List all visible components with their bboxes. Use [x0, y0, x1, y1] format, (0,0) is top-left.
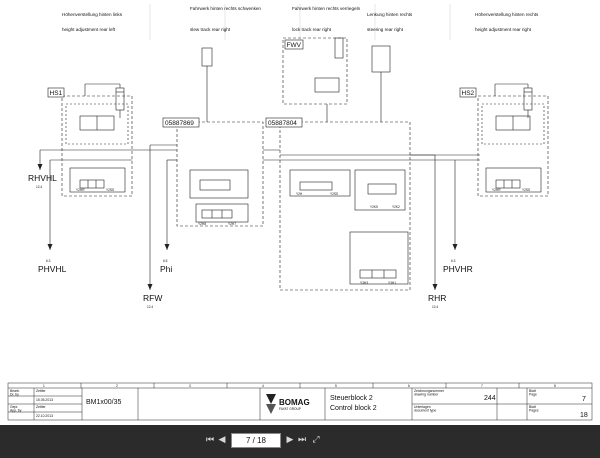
port-labels: RHVHL 12.4 6.3 PHVHL 6.5 Phi RFW 12.4 RH…	[28, 173, 473, 309]
valve-tag: Y2SS	[522, 188, 530, 192]
port-rfw-ref: 12.4	[147, 305, 153, 309]
svg-text:Pages: Pages	[529, 409, 539, 413]
valve-tag: Y2HR	[76, 188, 85, 192]
svg-text:5: 5	[335, 384, 337, 388]
prev-page-icon[interactable]: ◀	[218, 435, 226, 445]
header-1-en: height adjustment rear left	[62, 27, 116, 32]
svg-text:Dr. by: Dr. by	[10, 393, 19, 397]
valve-tag: Y2HR	[492, 188, 501, 192]
svg-text:Zettler: Zettler	[36, 405, 46, 409]
block-fwv-label: FWV	[287, 42, 302, 49]
valve-tag: Y2K2	[392, 205, 400, 209]
header-2-de: Fahrwerk hinten rechts schwenken	[190, 6, 261, 11]
svg-text:1: 1	[43, 384, 45, 388]
valve-tag: Y2H8	[198, 222, 206, 226]
port-phi-ref: 6.5	[163, 259, 168, 263]
svg-text:6: 6	[408, 384, 410, 388]
drawing-frame	[7, 382, 593, 421]
header-2-en: slew track rear right	[190, 27, 231, 32]
header-3-de: Fahrwerk hinten rechts verriegeln	[292, 6, 361, 11]
port-rfw: RFW	[143, 293, 162, 303]
valve-tag: Y3H1	[388, 281, 396, 285]
model-name: BM1x00/35	[86, 399, 122, 406]
valve-tag: Y2H	[296, 192, 303, 196]
svg-text:Bearb.: Bearb.	[10, 389, 20, 393]
schematic-sheet: Höhenverstellung hinten links height adj…	[0, 0, 600, 425]
hydraulic-diagram: Höhenverstellung hinten links height adj…	[7, 4, 593, 421]
block-hs1-label: HS1	[50, 90, 63, 97]
hydraulic-lines	[39, 37, 549, 291]
header-4-de: Lenkung hinten rechts	[367, 12, 413, 17]
svg-text:Unterlagen: Unterlagen	[414, 405, 431, 409]
svg-text:Blatt: Blatt	[529, 389, 536, 393]
first-page-icon[interactable]: ⏮	[205, 435, 215, 445]
valve-tag: Y2SS	[106, 188, 114, 192]
block-hs2-label: HS2	[462, 90, 475, 97]
port-phvhl-ref: 6.3	[46, 259, 51, 263]
svg-text:15.05.2013: 15.05.2013	[36, 398, 53, 402]
valve-tag: Y2H7	[228, 222, 236, 226]
svg-text:8: 8	[554, 384, 556, 388]
svg-text:3: 3	[189, 384, 191, 388]
svg-text:drawing number: drawing number	[414, 393, 439, 397]
svg-text:BOMAG: BOMAG	[279, 398, 310, 407]
port-arrows	[37, 164, 458, 290]
svg-text:Zeichnungsnummer: Zeichnungsnummer	[414, 389, 445, 393]
svg-text:App. by: App. by	[10, 409, 22, 413]
svg-text:7: 7	[481, 384, 483, 388]
fit-page-icon[interactable]: ⤢	[312, 435, 320, 445]
block-05887869-label: 05887869	[165, 120, 194, 127]
header-4-en: steering rear right	[367, 27, 404, 32]
svg-text:Zettler: Zettler	[36, 389, 46, 393]
function-headers: Höhenverstellung hinten links height adj…	[62, 6, 539, 32]
header-1-de: Höhenverstellung hinten links	[62, 12, 123, 17]
block-05887804-label: 05887804	[268, 120, 297, 127]
bomag-logo: BOMAG FAYAT GROUP	[266, 394, 310, 414]
header-dividers	[149, 4, 451, 40]
next-page-icon[interactable]: ▶	[286, 435, 294, 445]
last-page-icon[interactable]: ⏭	[297, 435, 307, 445]
port-phi: Phi	[160, 264, 172, 274]
sheet-total: 18	[580, 412, 588, 419]
header-3-en: lock track rear right	[292, 27, 332, 32]
port-phvhr: PHVHR	[443, 264, 473, 274]
svg-text:4: 4	[262, 384, 264, 388]
title-en: Control block 2	[330, 405, 377, 412]
port-rhr: RHR	[428, 293, 446, 303]
svg-text:FAYAT GROUP: FAYAT GROUP	[279, 407, 301, 411]
page-indicator[interactable]: 7 / 18	[231, 433, 281, 448]
svg-text:22.10.2013: 22.10.2013	[36, 414, 53, 418]
svg-text:2: 2	[116, 384, 118, 388]
valve-tag: Y2K5	[370, 205, 378, 209]
svg-text:Blatt: Blatt	[529, 405, 536, 409]
port-rhvhl-ref: 12.4	[36, 185, 42, 189]
column-ruler: 1 2 3 4 5 6 7 8	[43, 384, 556, 388]
pdf-viewer-toolbar: ⏮ ◀ 7 / 18 ▶ ⏭ ⤢	[0, 425, 600, 458]
drawing-number: 244	[484, 395, 496, 402]
valve-tag: Y3H3	[360, 281, 368, 285]
svg-text:Gepr.: Gepr.	[10, 405, 18, 409]
sheet-number: 7	[582, 396, 586, 403]
block-labels: HS1 HS2 FWV 05887869 05887804	[47, 39, 477, 128]
header-5-de: Höhenverstellung hinten rechts	[475, 12, 539, 17]
port-rhvhl: RHVHL	[28, 173, 57, 183]
valve-tag: Y2SS	[330, 192, 338, 196]
port-phvhl: PHVHL	[38, 264, 67, 274]
title-block: Bearb. Dr. by Zettler 15.05.2013 Gepr. A…	[10, 389, 588, 419]
title-de: Steuerblock 2	[330, 395, 373, 402]
header-5-en: height adjustment rear right	[475, 27, 532, 32]
port-phvhr-ref: 6.3	[451, 259, 456, 263]
valve-tags: Y2HR Y2SS Y2H8 Y2H7 Y2H Y2SS Y2K5 Y2K2 Y…	[76, 188, 530, 285]
port-rhr-ref: 12.4	[432, 305, 438, 309]
svg-text:Page: Page	[529, 393, 537, 397]
svg-text:document type: document type	[414, 409, 436, 413]
